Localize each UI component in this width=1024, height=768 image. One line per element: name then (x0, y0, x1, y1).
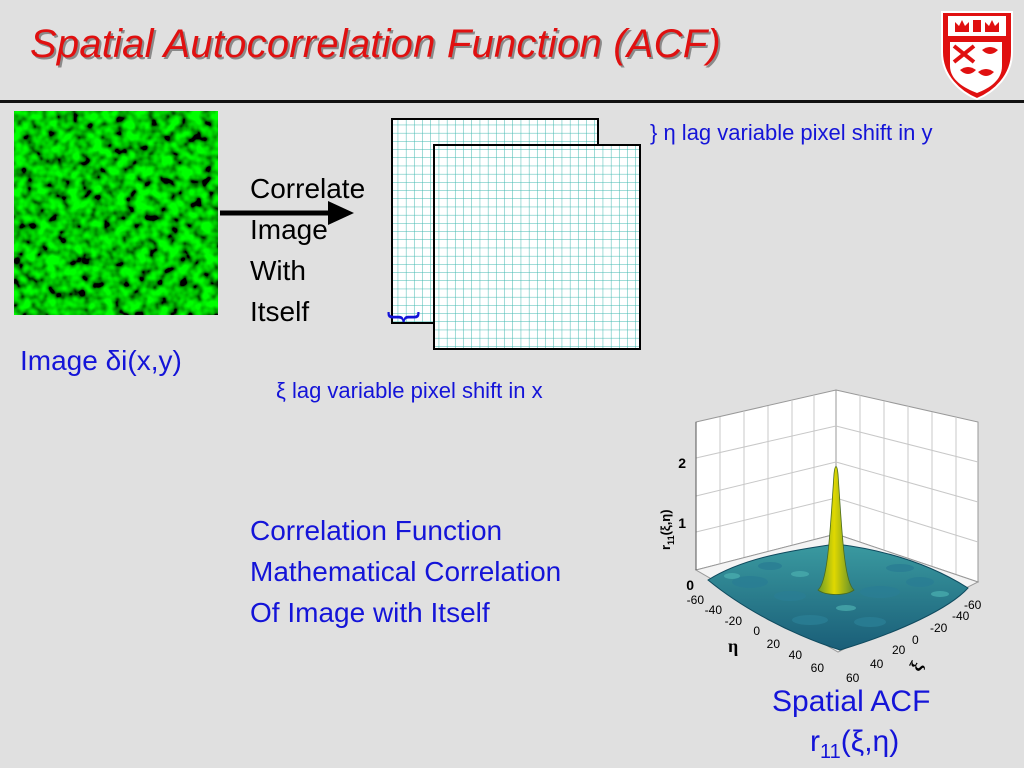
title-divider (0, 100, 1024, 103)
image-label: Image δi(x,y) (20, 345, 182, 376)
xi-tick: -20 (930, 621, 948, 635)
z-tick: 0 (686, 577, 694, 593)
eta-tick: 0 (753, 624, 760, 638)
definition-line: Correlation Function (250, 515, 503, 546)
eta-lag-label: } η lag variable pixel shift in y (650, 120, 933, 145)
correlate-line: Correlate (250, 173, 366, 204)
eta-axis-label: η (728, 636, 738, 656)
pixel-grid-frames (391, 118, 641, 350)
acf-surface-plot: 2 1 0 r11(ξ,η) -60 -40 -20 0 20 40 60 η … (658, 389, 982, 685)
z-tick: 2 (678, 455, 686, 471)
xi-tick: -40 (952, 609, 970, 623)
eta-tick: 20 (767, 637, 781, 651)
xi-tick: -60 (964, 598, 982, 612)
eta-tick: -60 (687, 593, 705, 607)
grid-frame-front (433, 144, 641, 350)
xi-axis-label: ξ (905, 658, 927, 675)
acf-caption: Spatial ACF (772, 685, 931, 718)
university-crest-icon (941, 11, 1013, 101)
z-label-args: (ξ,η) (658, 509, 673, 535)
definition-line: Of Image with Itself (250, 597, 490, 628)
xi-brace: } (386, 311, 425, 323)
xi-lag-label: ξ lag variable pixel shift in x (276, 378, 543, 403)
z-label-base: r (658, 545, 673, 550)
acf-symbol-sub: 11 (820, 741, 841, 763)
acf-symbol: r11(ξ,η) (810, 725, 899, 764)
acf-symbol-base: r (810, 725, 820, 758)
z-axis-label: r11(ξ,η) (658, 509, 676, 550)
eta-tick: -40 (705, 603, 723, 617)
z-tick: 1 (678, 515, 686, 531)
fluorescence-image (14, 111, 218, 315)
eta-tick: -20 (725, 614, 743, 628)
xi-tick: 40 (870, 657, 884, 671)
correlate-line: With (250, 255, 306, 286)
correlate-line: Itself (250, 296, 310, 327)
definition-line: Mathematical Correlation (250, 556, 562, 587)
arrow-right-icon (220, 201, 354, 225)
correlate-text: Correlate Image With Itself (250, 168, 365, 332)
xi-tick: 60 (846, 671, 860, 685)
xi-tick: 0 (912, 633, 919, 647)
eta-tick: 60 (811, 661, 825, 675)
xi-tick: 20 (892, 643, 906, 657)
svg-text:r11(ξ,η): r11(ξ,η) (658, 509, 676, 550)
acf-symbol-args: (ξ,η) (840, 725, 900, 758)
z-label-sub: 11 (666, 535, 676, 545)
eta-tick: 40 (789, 648, 803, 662)
definition-text: Correlation Function Mathematical Correl… (250, 510, 561, 633)
correlate-line: Image (250, 214, 328, 245)
slide-title: Spatial Autocorrelation Function (ACF) (30, 22, 721, 66)
